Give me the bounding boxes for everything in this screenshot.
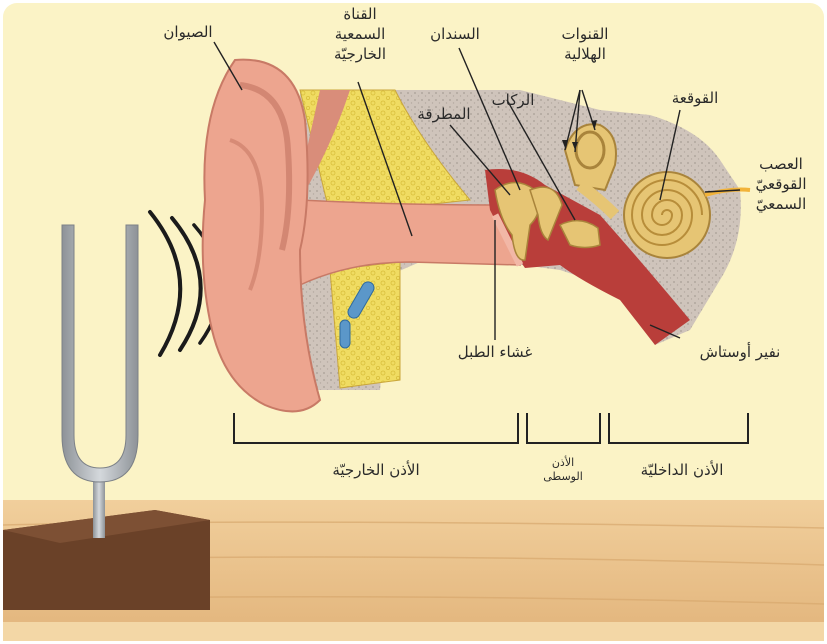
label-auricle: الصيوان bbox=[148, 22, 228, 42]
label-middle-ear: الأذن الوسطى bbox=[528, 456, 598, 484]
label-ear-canal-line2: السمعية bbox=[305, 24, 415, 44]
label-nerve-line1: العصب bbox=[740, 154, 822, 174]
label-ear-canal-line3: الخارجيّة bbox=[305, 44, 415, 64]
label-inner-ear: الأذن الداخليّة bbox=[612, 460, 752, 480]
label-stapes: الركاب bbox=[478, 90, 548, 110]
label-middle-ear-line2: الوسطى bbox=[528, 470, 598, 484]
label-semicircular-canals: القنوات الهلالية bbox=[545, 24, 625, 64]
label-eustachian-tube: نفير أوستاش bbox=[680, 342, 800, 362]
label-malleus: المطرقة bbox=[404, 104, 484, 124]
label-semicircular-canals-line1: القنوات bbox=[545, 24, 625, 44]
label-nerve-line2: القوقعيّ bbox=[740, 174, 822, 194]
label-nerve: العصب القوقعيّ السمعيّ bbox=[740, 154, 822, 214]
label-ear-canal-line1: القناة bbox=[305, 4, 415, 24]
label-middle-ear-line1: الأذن bbox=[528, 456, 598, 470]
label-outer-ear: الأذن الخارجيّة bbox=[296, 460, 456, 480]
label-eardrum: غشاء الطبل bbox=[440, 342, 550, 362]
label-semicircular-canals-line2: الهلالية bbox=[545, 44, 625, 64]
label-ear-canal: القناة السمعية الخارجيّة bbox=[305, 4, 415, 64]
label-incus: السندان bbox=[415, 24, 495, 44]
label-nerve-line3: السمعيّ bbox=[740, 194, 822, 214]
label-cochlea: القوقعة bbox=[660, 88, 730, 108]
